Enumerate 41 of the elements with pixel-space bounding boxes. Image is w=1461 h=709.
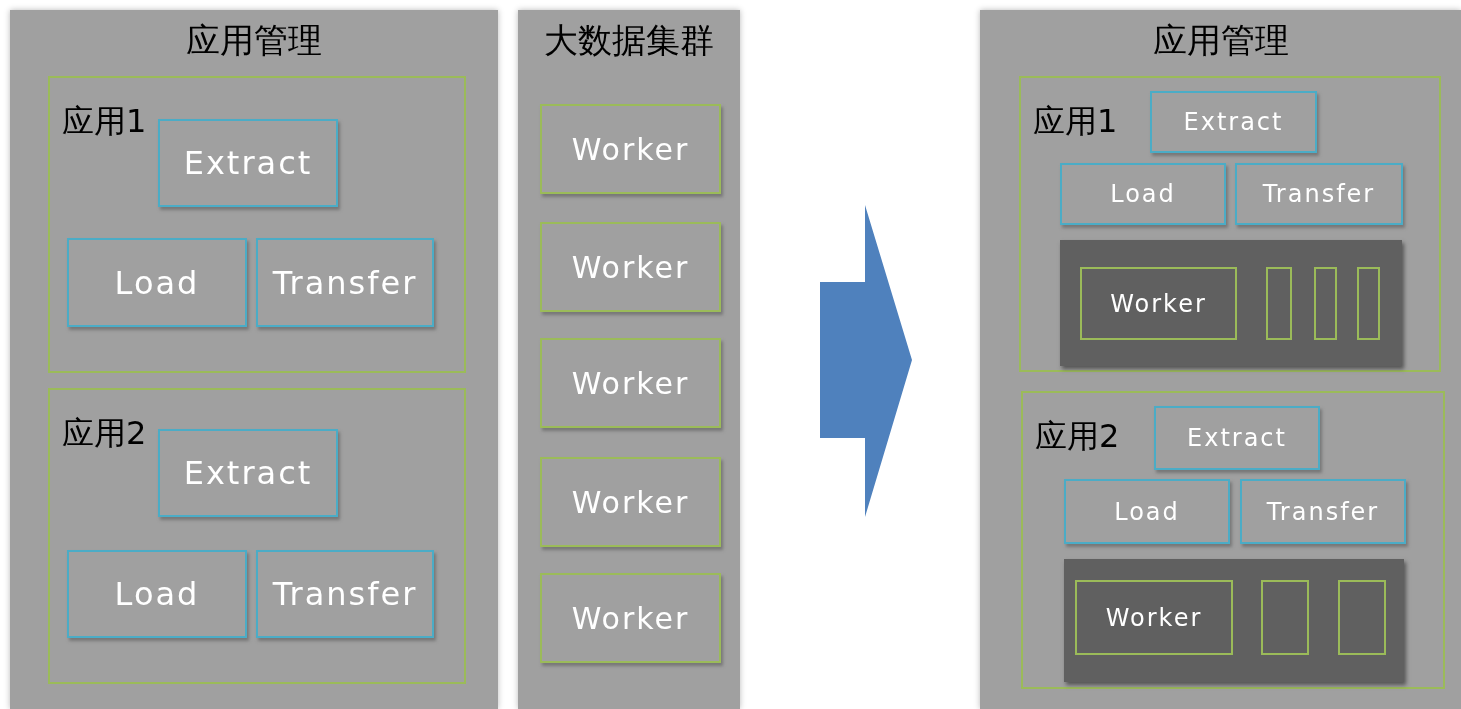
group-frame [1019, 76, 1441, 372]
slot-box [1314, 267, 1337, 340]
slot-box [1266, 267, 1292, 340]
group-heading: 应用2 [62, 413, 147, 454]
slot-box [1338, 580, 1386, 655]
container-band [1060, 240, 1402, 366]
block-arrow [820, 205, 912, 517]
process-box: Transfer [1235, 163, 1403, 225]
group-frame [48, 76, 466, 373]
panel [518, 10, 740, 709]
process-box: Transfer [256, 550, 434, 638]
process-box: Transfer [1240, 479, 1406, 544]
container-band [1064, 559, 1404, 682]
process-box: Load [67, 238, 247, 327]
process-box: Load [67, 550, 247, 638]
group-heading: 应用1 [62, 101, 147, 142]
process-box: Extract [158, 119, 338, 207]
worker-box: Worker [540, 338, 721, 428]
worker-box: Worker [540, 573, 721, 663]
panel-title: 应用管理 [185, 19, 323, 62]
worker-box: Worker [540, 457, 721, 547]
group-heading: 应用1 [1033, 101, 1118, 142]
worker-box: Worker [1080, 267, 1237, 340]
panel [980, 10, 1461, 709]
group-heading: 应用2 [1035, 416, 1120, 457]
group-frame [48, 388, 466, 684]
process-box: Load [1060, 163, 1226, 225]
process-box: Load [1064, 479, 1230, 544]
process-box: Transfer [256, 238, 434, 327]
slot-box [1357, 267, 1380, 340]
process-box: Extract [1154, 406, 1320, 470]
panel [10, 10, 498, 709]
panel-title: 大数据集群 [543, 19, 715, 62]
worker-box: Worker [1075, 580, 1233, 655]
group-frame [1021, 391, 1445, 689]
process-box: Extract [1150, 91, 1317, 153]
slot-box [1261, 580, 1309, 655]
panel-title: 应用管理 [1151, 19, 1290, 62]
worker-box: Worker [540, 104, 721, 194]
process-box: Extract [158, 429, 338, 517]
worker-box: Worker [540, 222, 721, 312]
